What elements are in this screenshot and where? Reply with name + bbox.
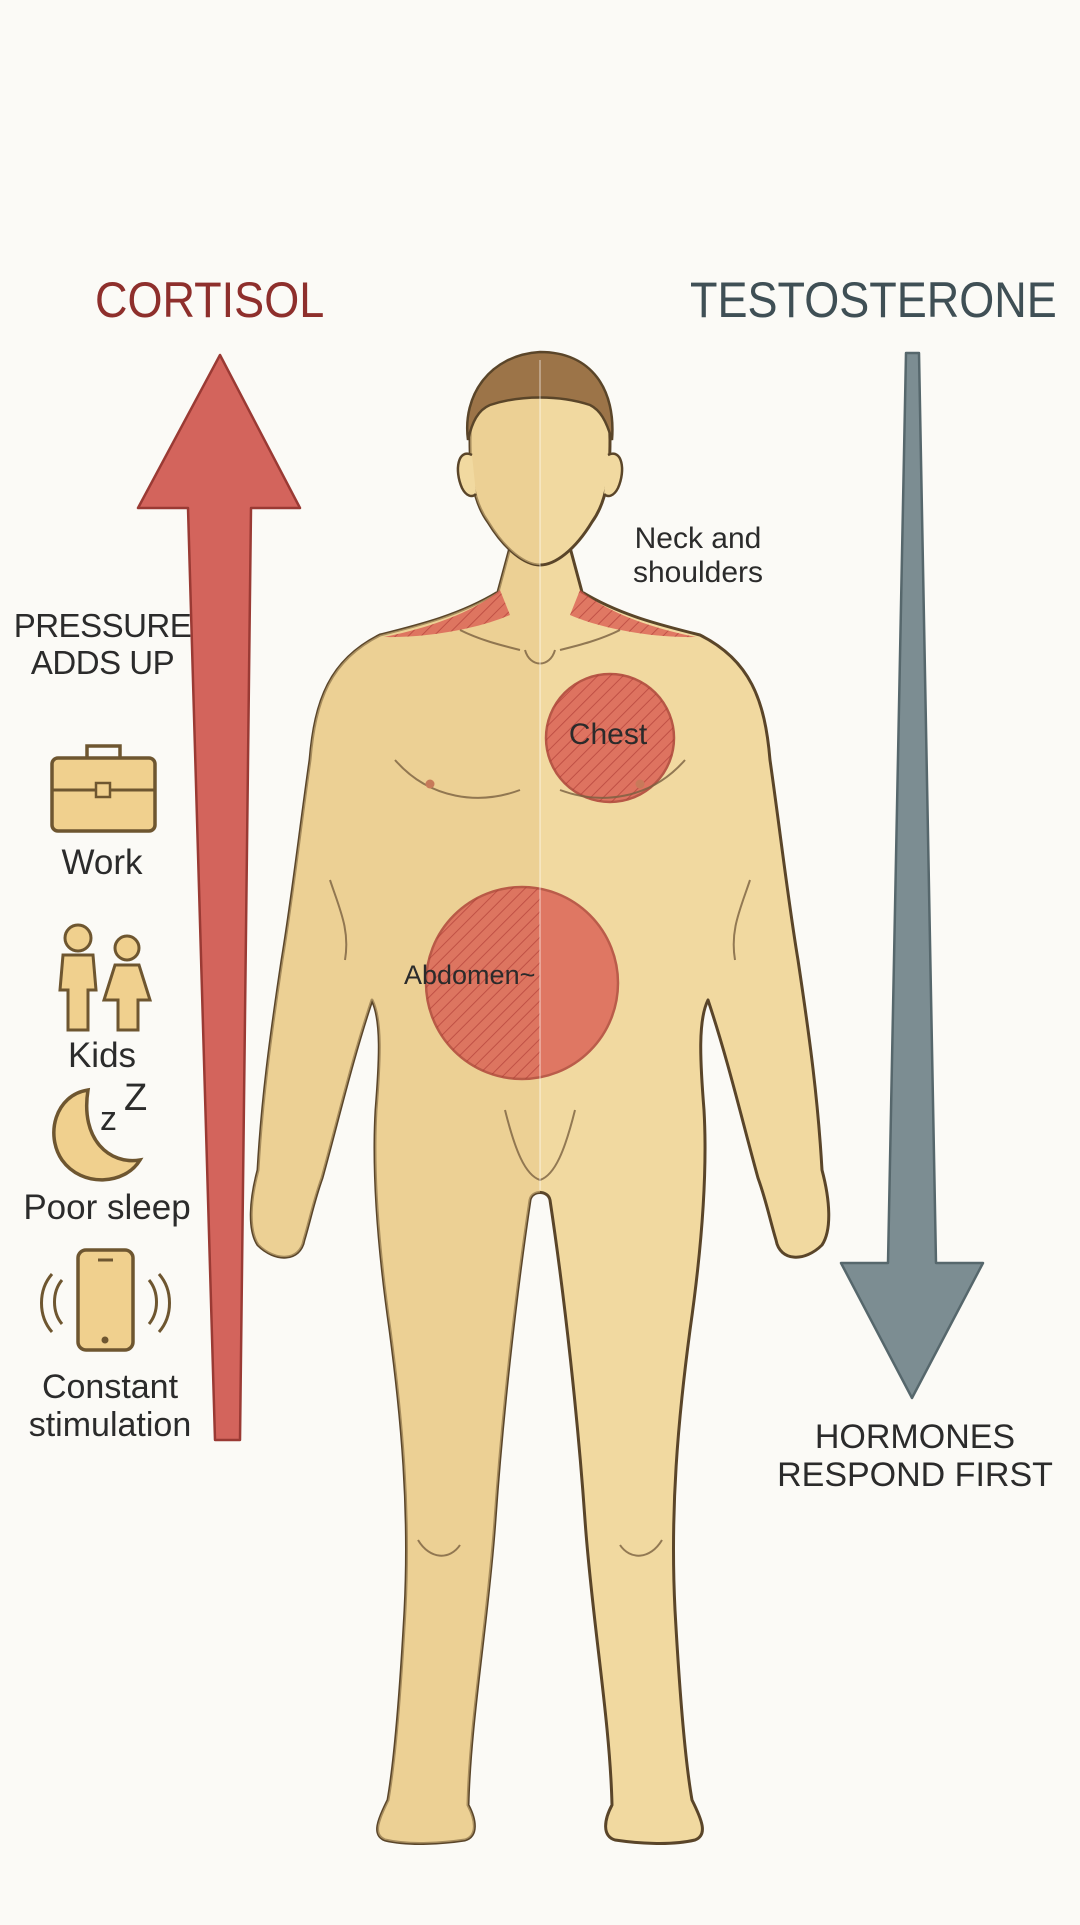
neck-label: Neck and shoulders (632, 522, 764, 589)
pressure-caption: PRESSURE ADDS UP (13, 607, 192, 681)
children-icon (58, 923, 153, 1032)
moon-zzz-icon: z Z (52, 1077, 147, 1182)
briefcase-icon (50, 744, 157, 833)
stressor-label-sleep: Poor sleep (23, 1188, 191, 1227)
vibrating-phone-icon (40, 1248, 171, 1352)
chest-label: Chest (568, 718, 648, 751)
testosterone-down-arrow (839, 351, 985, 1400)
stressor-label-work: Work (61, 843, 143, 882)
cortisol-up-arrow (136, 353, 302, 1442)
svg-text:z: z (100, 1100, 117, 1138)
svg-text:Z: Z (124, 1077, 147, 1119)
testosterone-title: TESTOSTERONE (690, 272, 1057, 328)
hormones-caption: HORMONES RESPOND FIRST (777, 1418, 1053, 1495)
stressor-label-kids: Kids (67, 1036, 137, 1075)
human-body-figure (249, 350, 831, 1845)
stressor-label-stimulation: Constant stimulation (28, 1368, 192, 1445)
abdomen-label: Abdomen~ (404, 960, 536, 990)
cortisol-title: CORTISOL (95, 272, 325, 328)
